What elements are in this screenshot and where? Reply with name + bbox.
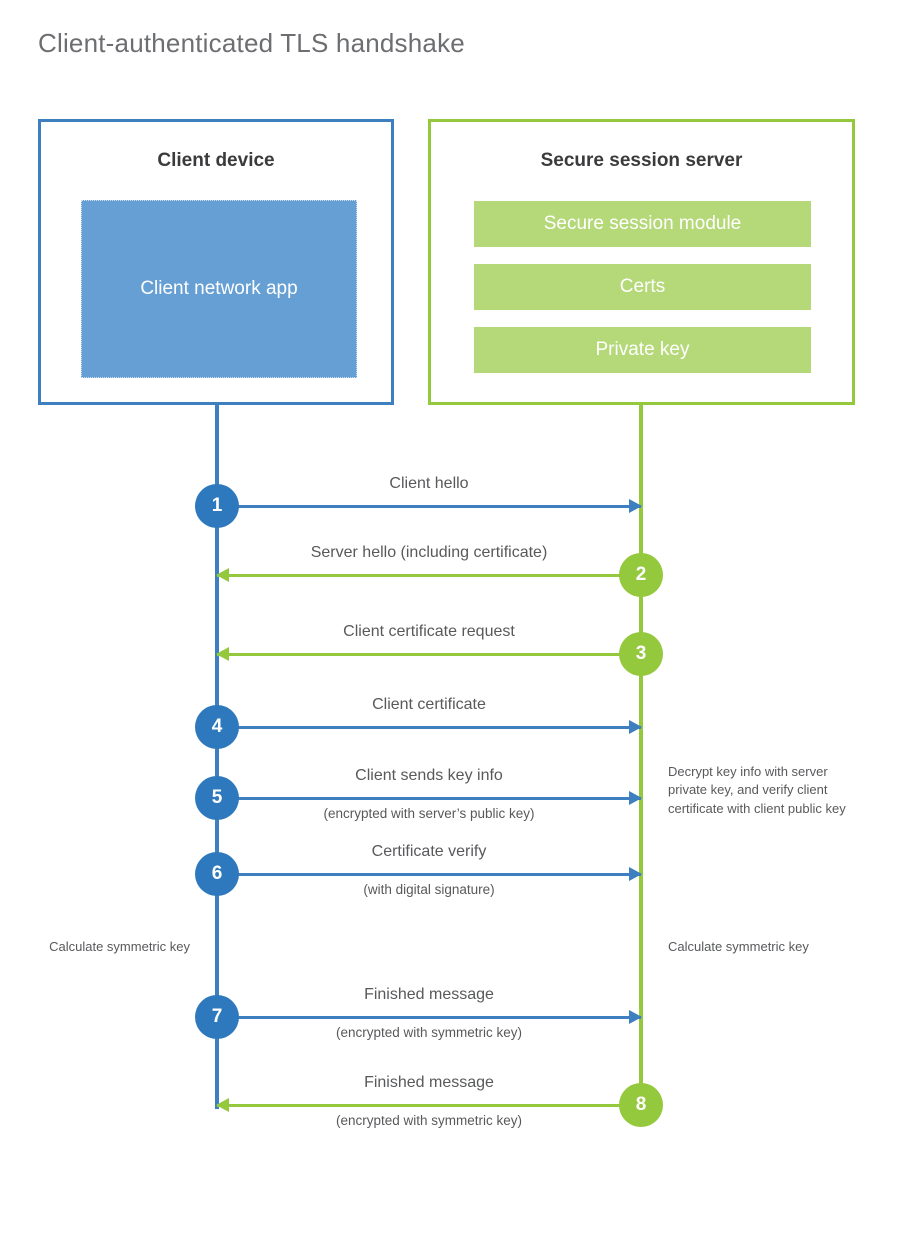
arrow-line: [217, 872, 641, 876]
client-calculate-symmetric-key-note: Calculate symmetric key: [49, 939, 190, 954]
arrow-line: [217, 504, 641, 508]
page-title: Client-authenticated TLS handshake: [38, 28, 465, 58]
step-number: 6: [211, 863, 223, 884]
server-component-private-key: Private key: [474, 327, 811, 373]
message-label: Finished message: [364, 1074, 494, 1091]
client-network-app-label: Client network app: [140, 278, 298, 300]
step-badge-2: 2: [619, 553, 663, 597]
message-label: Finished message: [364, 986, 494, 1003]
server-lifeline: [639, 405, 643, 1107]
step-number: 8: [635, 1094, 647, 1115]
client-network-app-block: Client network app: [81, 200, 357, 378]
arrow-head-icon: [629, 1010, 642, 1024]
arrow-head-icon: [216, 568, 229, 582]
step-badge-3: 3: [619, 632, 663, 676]
step-number: 4: [211, 716, 223, 737]
secure-session-server-box: Secure session server Secure session mod…: [428, 119, 855, 405]
step-badge-6: 6: [195, 852, 239, 896]
step-badge-1: 1: [195, 484, 239, 528]
server-component-label: Secure session module: [543, 213, 742, 234]
client-device-title: Client device: [157, 150, 275, 171]
server-component-label: Certs: [619, 276, 666, 297]
message-label: Client hello: [389, 475, 469, 492]
arrow-head-icon: [216, 647, 229, 661]
arrow-head-icon: [216, 1098, 229, 1112]
step-number: 7: [211, 1006, 223, 1027]
arrow-head-icon: [629, 867, 642, 881]
message-sublabel: (encrypted with symmetric key): [335, 1113, 523, 1128]
server-calculate-symmetric-key-note: Calculate symmetric key: [668, 939, 809, 954]
message-label: Certificate verify: [371, 843, 487, 860]
step-number: 2: [635, 564, 647, 585]
server-component-secure-session-module: Secure session module: [474, 201, 811, 247]
arrow-line: [217, 796, 641, 800]
server-component-label: Private key: [595, 339, 690, 360]
step-number: 5: [211, 787, 223, 808]
message-label: Server hello (including certificate): [310, 544, 548, 561]
server-decrypt-note: Decrypt key info with server private key…: [668, 764, 846, 816]
message-sublabel: (encrypted with symmetric key): [335, 1025, 523, 1040]
message-sublabel: (encrypted with server’s public key): [323, 806, 535, 821]
step-badge-4: 4: [195, 705, 239, 749]
step-badge-7: 7: [195, 995, 239, 1039]
message-label: Client sends key info: [355, 767, 503, 784]
message-label: Client certificate: [372, 696, 486, 713]
arrow-line: [217, 1103, 641, 1107]
message-label: Client certificate request: [343, 623, 515, 640]
arrow-head-icon: [629, 499, 642, 513]
step-badge-8: 8: [619, 1083, 663, 1127]
step-number: 1: [211, 495, 223, 516]
step-number: 3: [635, 643, 647, 664]
arrow-line: [217, 1015, 641, 1019]
secure-session-server-title: Secure session server: [540, 150, 743, 171]
arrow-head-icon: [629, 720, 642, 734]
client-lifeline: [215, 405, 219, 1109]
message-sublabel: (with digital signature): [363, 882, 495, 897]
arrow-line: [217, 652, 641, 656]
client-device-box: Client device Client network app: [38, 119, 394, 405]
arrow-line: [217, 725, 641, 729]
arrow-head-icon: [629, 791, 642, 805]
server-component-certs: Certs: [474, 264, 811, 310]
arrow-line: [217, 573, 641, 577]
step-badge-5: 5: [195, 776, 239, 820]
